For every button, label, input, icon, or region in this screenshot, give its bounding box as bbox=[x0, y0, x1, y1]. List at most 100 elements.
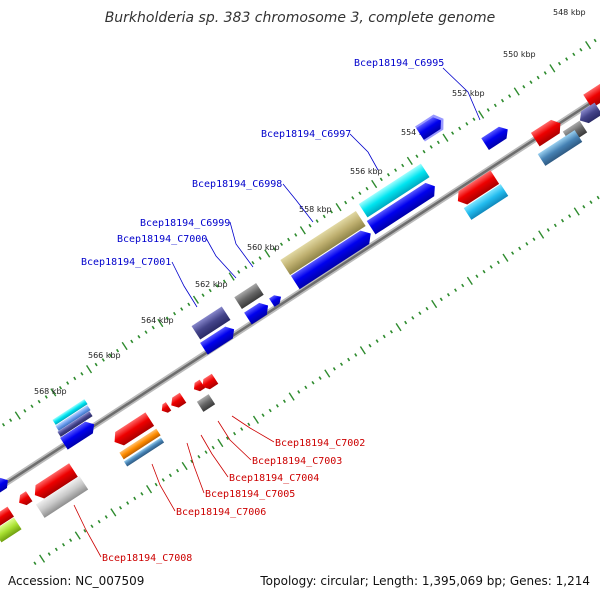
minor-tick bbox=[90, 524, 94, 529]
major-tick bbox=[39, 554, 46, 563]
gene-feature[interactable] bbox=[537, 130, 583, 166]
minor-tick bbox=[83, 529, 87, 533]
minor-tick bbox=[557, 61, 562, 66]
minor-tick bbox=[439, 297, 443, 302]
minor-tick bbox=[151, 325, 155, 330]
minor-tick bbox=[144, 330, 148, 334]
minor-tick bbox=[454, 288, 458, 292]
gene-feature[interactable] bbox=[119, 428, 161, 460]
gene-label-c6995[interactable]: Bcep18194_C6995 bbox=[354, 58, 444, 69]
gene-feature[interactable] bbox=[0, 517, 22, 543]
minor-tick bbox=[572, 52, 576, 57]
gene-feature[interactable] bbox=[0, 506, 14, 527]
gene-label-c7002[interactable]: Bcep18194_C7002 bbox=[275, 438, 365, 449]
gene-feature[interactable] bbox=[200, 323, 238, 355]
gene-feature[interactable] bbox=[583, 81, 600, 109]
major-tick bbox=[585, 41, 592, 50]
gene-label-c7004[interactable]: Bcep18194_C7004 bbox=[229, 473, 319, 484]
gene-label-c7000[interactable]: Bcep18194_C7000 bbox=[117, 234, 207, 245]
major-tick bbox=[110, 508, 117, 517]
gene-feature[interactable] bbox=[290, 227, 375, 290]
minor-tick bbox=[208, 288, 212, 293]
gene-feature[interactable] bbox=[481, 124, 511, 150]
gene-feature[interactable] bbox=[35, 476, 89, 518]
minor-tick bbox=[451, 131, 455, 135]
gene-label-c7001[interactable]: Bcep18194_C7001 bbox=[81, 257, 171, 268]
minor-tick bbox=[375, 339, 379, 343]
gene-label-c7003[interactable]: Bcep18194_C7003 bbox=[252, 456, 342, 467]
gene-feature[interactable] bbox=[454, 170, 500, 207]
gene-label-c6997[interactable]: Bcep18194_C6997 bbox=[261, 129, 351, 140]
gene-feature[interactable] bbox=[123, 437, 165, 467]
gene-feature[interactable] bbox=[196, 394, 216, 412]
gene-feature[interactable] bbox=[55, 405, 91, 431]
kbp-label: 548 kbp bbox=[553, 8, 586, 17]
minor-tick bbox=[61, 542, 66, 547]
minor-tick bbox=[429, 145, 433, 149]
minor-tick bbox=[553, 223, 557, 228]
minor-tick bbox=[190, 459, 194, 464]
gene-feature[interactable] bbox=[366, 180, 439, 235]
gene-feature[interactable] bbox=[530, 117, 565, 147]
minor-tick bbox=[486, 108, 490, 112]
gene-feature[interactable] bbox=[280, 210, 366, 276]
leader-lines bbox=[171, 67, 481, 308]
minor-tick bbox=[275, 404, 279, 408]
minor-tick bbox=[315, 219, 319, 223]
gene-feature[interactable] bbox=[269, 293, 284, 307]
minor-tick bbox=[116, 348, 120, 353]
gene-feature[interactable] bbox=[191, 379, 206, 394]
gene-feature[interactable] bbox=[110, 412, 155, 448]
forward-genes bbox=[0, 81, 600, 494]
gene-feature[interactable] bbox=[199, 373, 219, 392]
gene-label-c6999[interactable]: Bcep18194_C6999 bbox=[140, 218, 230, 229]
gene-feature[interactable] bbox=[159, 402, 172, 415]
minor-tick bbox=[279, 242, 284, 246]
gene-feature[interactable] bbox=[60, 418, 98, 450]
gene-feature[interactable] bbox=[191, 306, 231, 340]
gene-feature[interactable] bbox=[576, 102, 600, 127]
minor-tick bbox=[347, 357, 351, 362]
minor-tick bbox=[489, 265, 493, 269]
gene-feature[interactable] bbox=[244, 300, 272, 325]
minor-tick bbox=[365, 186, 369, 191]
gene-feature[interactable] bbox=[0, 475, 11, 494]
gene-feature[interactable] bbox=[234, 283, 264, 309]
major-tick bbox=[217, 438, 224, 448]
minor-tick bbox=[546, 228, 550, 232]
minor-tick bbox=[344, 200, 348, 205]
major-tick bbox=[395, 323, 402, 332]
major-tick bbox=[513, 87, 520, 96]
gene-label-c7005[interactable]: Bcep18194_C7005 bbox=[205, 489, 295, 500]
minor-tick bbox=[308, 223, 312, 228]
gene-label-c7006[interactable]: Bcep18194_C7006 bbox=[176, 507, 266, 518]
minor-tick bbox=[294, 233, 298, 237]
gene-feature[interactable] bbox=[463, 184, 509, 220]
minor-tick bbox=[133, 496, 137, 501]
minor-tick bbox=[339, 362, 344, 366]
gene-label-c6998[interactable]: Bcep18194_C6998 bbox=[192, 179, 282, 190]
minor-tick bbox=[140, 492, 144, 496]
minor-tick bbox=[368, 343, 372, 348]
minor-tick bbox=[80, 372, 84, 376]
minor-tick bbox=[522, 85, 526, 89]
minor-tick bbox=[180, 307, 184, 311]
minor-tick bbox=[422, 149, 426, 154]
kbp-label: 566 kbp bbox=[88, 351, 121, 360]
gene-feature[interactable] bbox=[31, 463, 78, 501]
kbp-label: 562 kbp bbox=[195, 280, 228, 289]
minor-tick bbox=[560, 218, 565, 223]
gene-feature[interactable] bbox=[168, 392, 187, 411]
kbp-label: 556 kbp bbox=[350, 167, 383, 176]
major-tick bbox=[371, 179, 378, 189]
gene-feature[interactable] bbox=[16, 491, 33, 508]
gene-feature[interactable] bbox=[52, 399, 88, 425]
gene-feature[interactable] bbox=[358, 163, 430, 218]
minor-tick bbox=[168, 473, 172, 478]
major-tick bbox=[228, 272, 235, 281]
gene-label-c7008[interactable]: Bcep18194_C7008 bbox=[102, 553, 192, 564]
gene-feature[interactable] bbox=[416, 115, 445, 140]
minor-tick bbox=[258, 256, 262, 260]
minor-tick bbox=[472, 117, 476, 121]
gene-feature[interactable] bbox=[57, 411, 93, 437]
